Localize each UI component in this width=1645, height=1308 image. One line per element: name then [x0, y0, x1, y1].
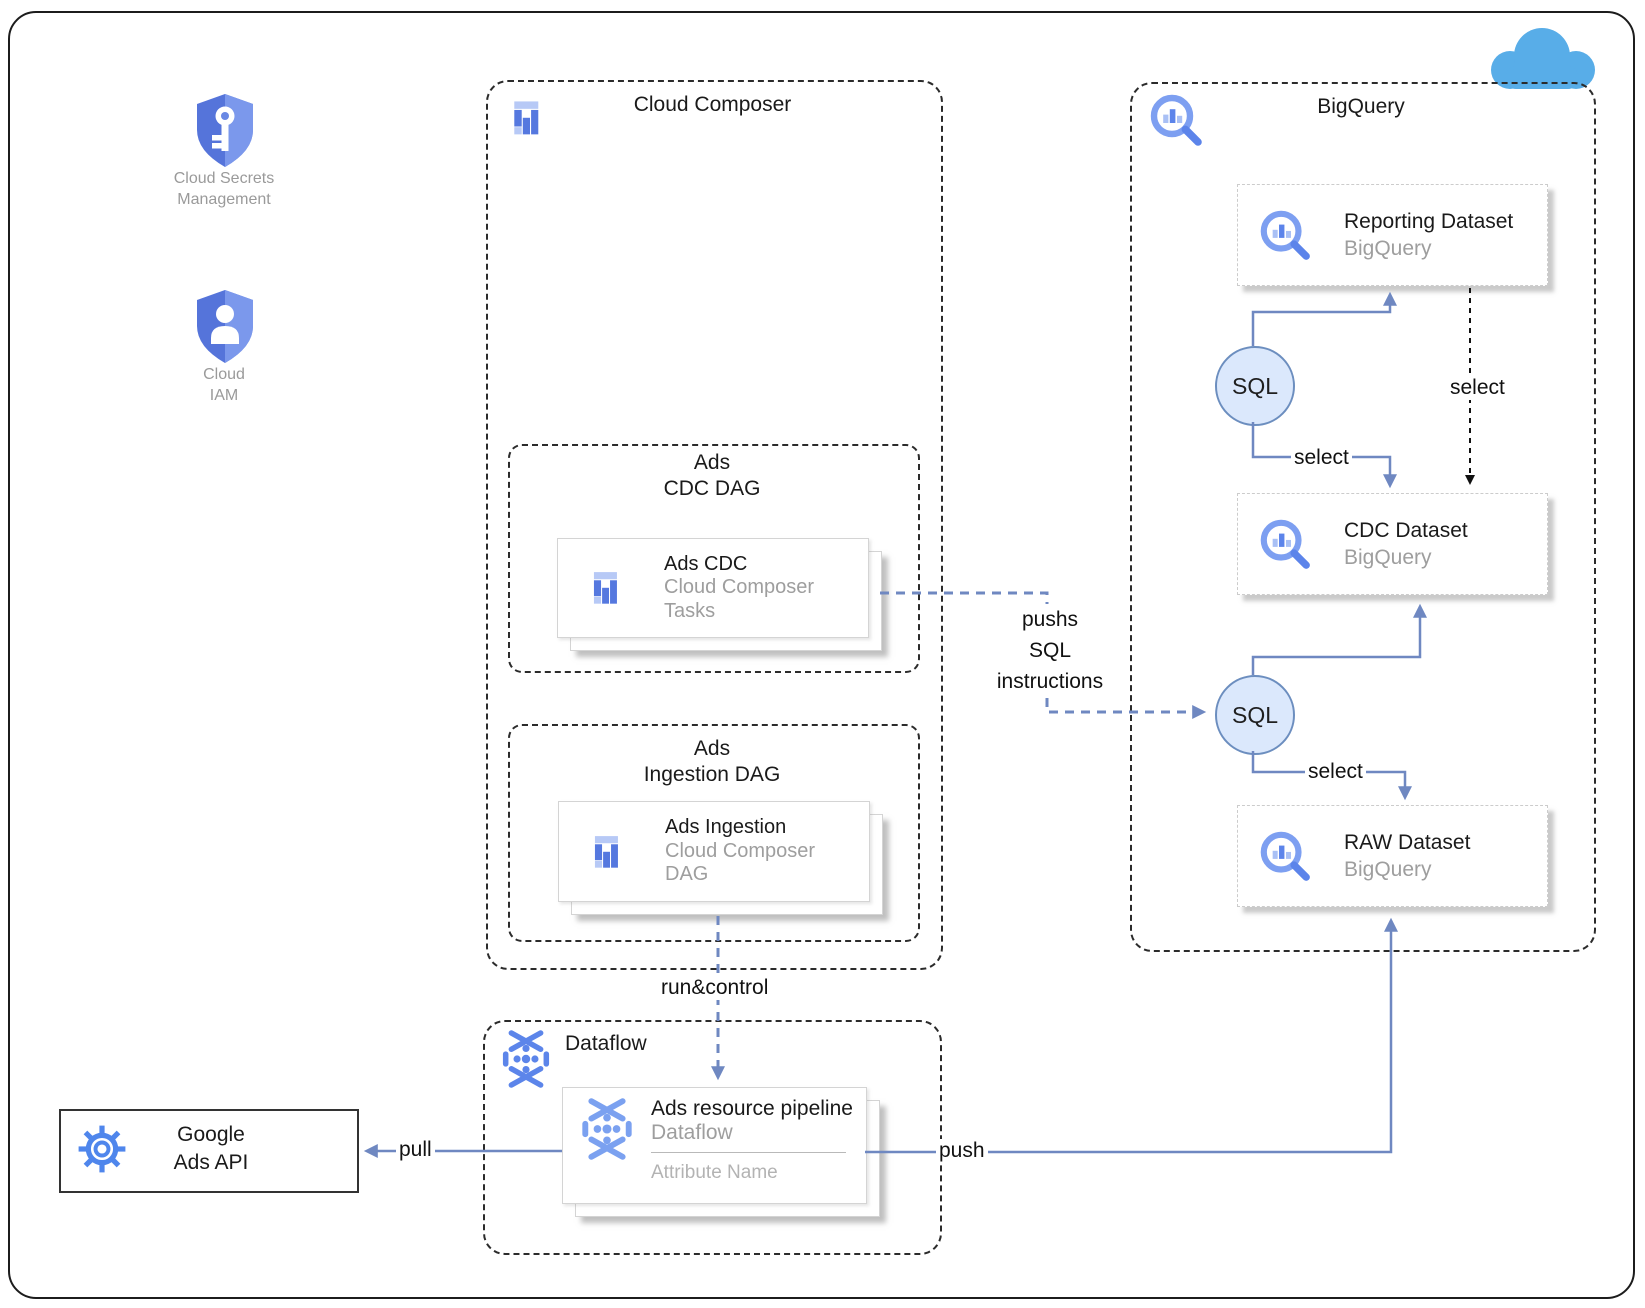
edge-label-select-dashed: select: [1447, 376, 1508, 400]
edge-label-push: push: [936, 1139, 988, 1163]
google-ads-api-label-line1: Google: [177, 1123, 245, 1146]
cloud-iam-label-line1: Cloud: [203, 366, 245, 383]
google-ads-api-gear-icon: [76, 1123, 128, 1175]
reporting-dataset-card: Reporting Dataset BigQuery: [1237, 184, 1548, 286]
cloud-secrets-label: Cloud Secrets Management: [114, 168, 334, 210]
dataflow-card-title: Ads resource pipeline: [651, 1097, 853, 1120]
ads-cdc-card: Ads CDC Cloud Composer Tasks: [557, 538, 869, 638]
ads-cdc-card-subtitle1: Cloud Composer: [664, 576, 815, 599]
cloud-composer-title: Cloud Composer: [633, 93, 792, 116]
cloud-icon: [1476, 26, 1602, 90]
ads-cdc-dag-box: [508, 444, 920, 673]
ads-ingestion-dag-box: [508, 724, 920, 942]
edge-label-pushs-line2: SQL: [1028, 639, 1072, 662]
cdc-dataset-subtitle: BigQuery: [1344, 546, 1432, 569]
dataflow-title: Dataflow: [565, 1032, 647, 1055]
cloud-composer-icon: [506, 94, 554, 142]
diagram-outer-border: [8, 11, 1635, 1299]
edge-label-pushs-sql: pushs SQL instructions: [982, 604, 1118, 697]
dataflow-card-attribute: Attribute Name: [651, 1162, 778, 1183]
cloud-secrets-label-line1: Cloud Secrets: [173, 170, 275, 187]
ads-cdc-composer-icon: [586, 565, 632, 611]
edge-label-pull: pull: [396, 1138, 435, 1162]
ads-cdc-card-subtitle2: Tasks: [664, 599, 716, 622]
cloud-composer-container: [486, 80, 943, 970]
raw-bigquery-icon: [1258, 829, 1312, 883]
edge-label-select-bottom: select: [1305, 760, 1366, 784]
cloud-secrets-label-line2: Management: [177, 191, 271, 208]
edge-label-pushs-line3: instructions: [996, 670, 1104, 693]
raw-dataset-title: RAW Dataset: [1344, 831, 1471, 854]
ads-ingestion-dag-title-line1: Ads: [693, 737, 731, 760]
edge-label-select-top: select: [1291, 446, 1352, 470]
cloud-iam-label: Cloud IAM: [114, 364, 334, 406]
reporting-dataset-subtitle: BigQuery: [1344, 237, 1432, 260]
ads-ingestion-dag-title: Ads Ingestion DAG: [508, 736, 916, 788]
cloud-secrets-shield-icon: [196, 93, 254, 168]
dataflow-icon: [500, 1028, 552, 1090]
edge-label-pushs-line1: pushs: [1021, 608, 1079, 631]
ads-ingestion-card: Ads Ingestion Cloud Composer DAG: [558, 801, 870, 902]
ads-cdc-dag-title: Ads CDC DAG: [508, 450, 916, 502]
ads-ingestion-card-subtitle2: DAG: [665, 863, 709, 886]
ads-cdc-dag-title-line1: Ads: [693, 451, 731, 474]
raw-dataset-card: RAW Dataset BigQuery: [1237, 805, 1548, 907]
dataflow-card-icon: [579, 1096, 635, 1162]
bigquery-title: BigQuery: [1317, 95, 1405, 118]
dataflow-card-divider: [651, 1152, 846, 1153]
google-ads-api-label: Google Ads API: [125, 1121, 297, 1177]
reporting-dataset-title: Reporting Dataset: [1344, 210, 1514, 233]
google-ads-api-label-line2: Ads API: [173, 1151, 249, 1174]
ads-cdc-dag-title-line2: CDC DAG: [663, 477, 761, 500]
dataflow-card-subtitle: Dataflow: [651, 1121, 733, 1144]
bigquery-icon: [1148, 92, 1204, 148]
reporting-bigquery-icon: [1258, 208, 1312, 262]
sql-node-top: SQL: [1215, 346, 1295, 426]
edge-label-run-control: run&control: [658, 976, 772, 1000]
ads-ingestion-card-subtitle1: Cloud Composer: [665, 839, 816, 862]
cloud-iam-label-line2: IAM: [209, 387, 239, 404]
ads-ingestion-dag-title-line2: Ingestion DAG: [643, 763, 781, 786]
cdc-bigquery-icon: [1258, 517, 1312, 571]
ads-ingestion-composer-icon: [587, 829, 633, 875]
raw-dataset-subtitle: BigQuery: [1344, 858, 1432, 881]
cdc-dataset-card: CDC Dataset BigQuery: [1237, 493, 1548, 595]
ads-ingestion-card-title: Ads Ingestion: [665, 816, 787, 839]
ads-cdc-card-title: Ads CDC: [664, 552, 748, 575]
cloud-iam-shield-icon: [196, 289, 254, 364]
cdc-dataset-title: CDC Dataset: [1344, 519, 1468, 542]
sql-node-bottom: SQL: [1215, 675, 1295, 755]
dataflow-card: Ads resource pipeline Dataflow Attribute…: [562, 1087, 867, 1204]
